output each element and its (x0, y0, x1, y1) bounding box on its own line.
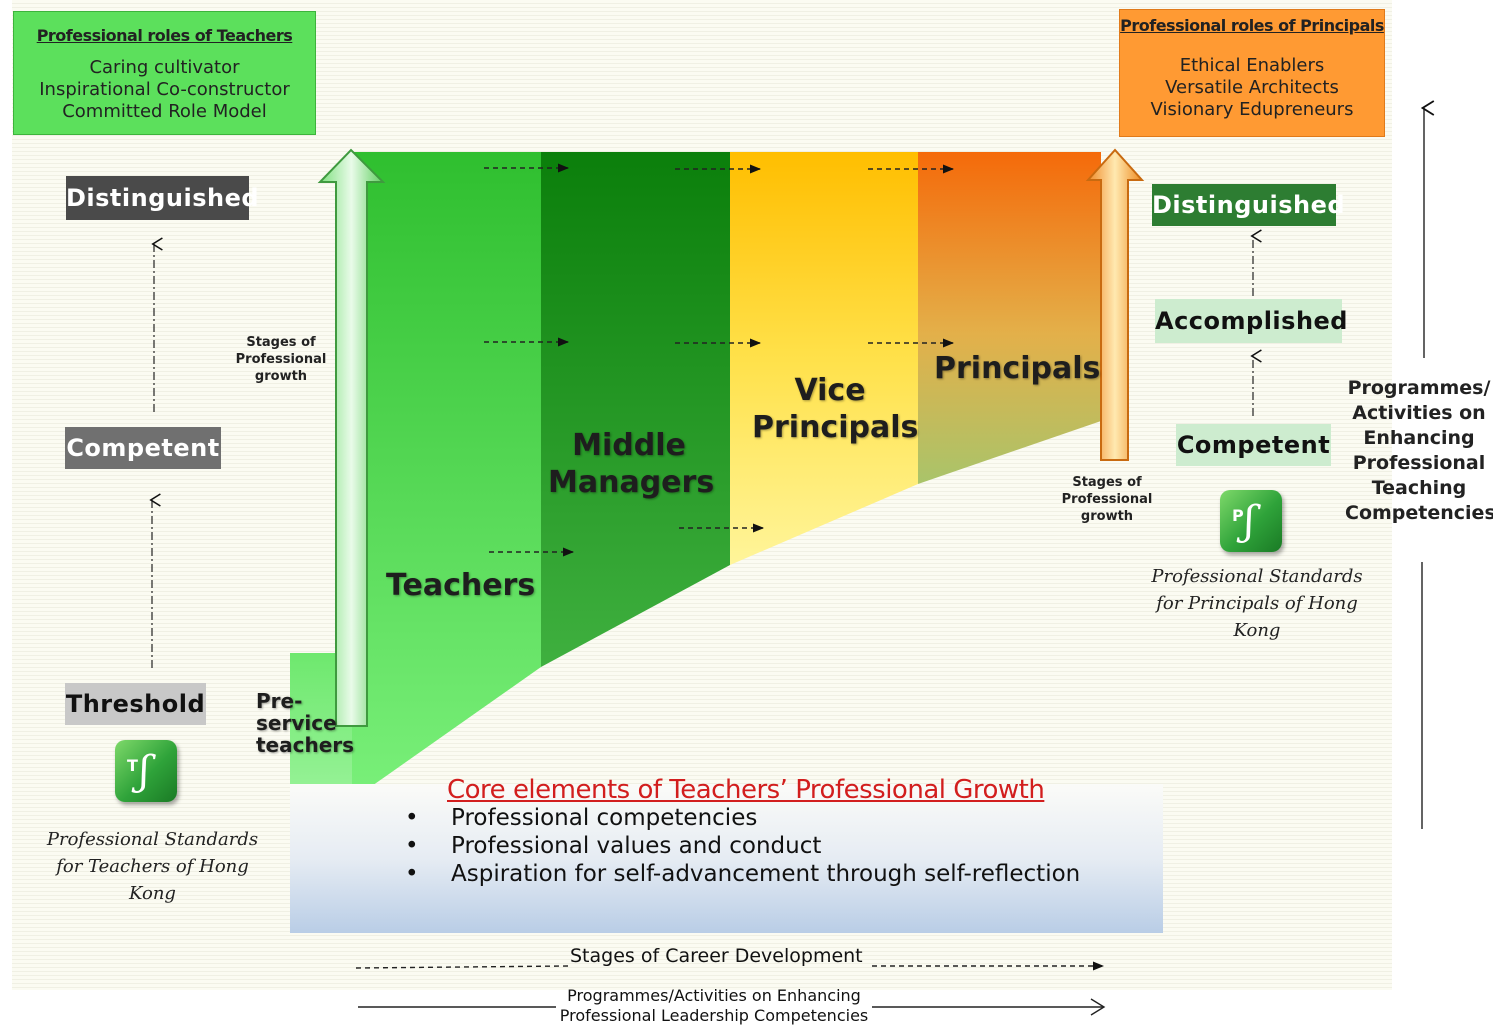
career-development-axis-label: Stages of Career Development (570, 945, 863, 967)
principal-standards-logo-icon: P ʃ (1220, 490, 1282, 552)
principals-role-1: Ethical Enablers (1179, 55, 1325, 76)
teacher-level-competent: Competent (65, 427, 221, 469)
teachers-role-1: Caring cultivator (89, 57, 240, 78)
principal-level-distinguished: Distinguished (1152, 184, 1345, 226)
teachers-label: Teachers (386, 568, 536, 603)
stages-growth-left: Stages of Professional growth (235, 335, 327, 384)
principal-standards-text: Professional Standards for Principals of… (1151, 566, 1363, 641)
swirl-icon: ʃ (1244, 498, 1255, 544)
teachers-role-2: Inspirational Co-constructor (39, 79, 290, 100)
core-elements-box (290, 784, 1163, 933)
principals-growth-arrow (1085, 148, 1145, 461)
teachers-growth-arrow (317, 148, 386, 727)
core-item-2: •Professional values and conduct (405, 833, 822, 859)
vice-principals-label: Vice Principals (752, 373, 919, 445)
teachers-band (352, 152, 541, 800)
principals-label: Principals (934, 351, 1101, 386)
swirl-icon: ʃ (139, 748, 150, 794)
teachers-roles-title: Professional roles of Teachers (36, 26, 293, 45)
core-item-3: •Aspiration for self-advancement through… (405, 861, 1081, 887)
core-elements-title: Core elements of Teachers’ Professional … (447, 775, 1045, 805)
principal-level-competent: Competent (1176, 424, 1331, 466)
teacher-level-distinguished: Distinguished (66, 176, 259, 220)
transition-arrows (484, 163, 955, 557)
core-item-1: •Professional competencies (405, 805, 758, 831)
right-axis (1422, 108, 1424, 829)
principals-role-2: Versatile Architects (1165, 77, 1339, 98)
pre-service-label: Pre- service teachers (256, 689, 355, 757)
middle-managers-label: Middle Managers (548, 428, 715, 500)
bottom-axes (355, 961, 1106, 1016)
teacher-level-threshold: Threshold (65, 683, 206, 725)
teacher-standards-text: Professional Standards for Teachers of H… (46, 829, 259, 904)
teachers-role-3: Committed Role Model (62, 101, 267, 122)
principal-level-accomplished: Accomplished (1155, 299, 1347, 343)
leadership-axis-label: Programmes/Activities on Enhancing Profe… (559, 986, 869, 1025)
teacher-standards-logo-icon: T ʃ (115, 740, 177, 802)
principals-roles-title: Professional roles of Principals (1120, 16, 1384, 35)
right-axis-label: Programmes/ Activities on Enhancing Prof… (1345, 377, 1493, 524)
vice-principals-band (730, 152, 918, 565)
stages-growth-right: Stages of Professional growth (1061, 475, 1153, 524)
principals-roles-box: Professional roles of Principals Ethical… (1119, 9, 1385, 137)
principals-role-3: Visionary Edupreneurs (1150, 99, 1354, 120)
principals-band (918, 152, 1101, 484)
middle-managers-band (541, 152, 730, 667)
teachers-roles-box: Professional roles of Teachers Caring cu… (13, 11, 316, 135)
teacher-level-arrows (152, 244, 154, 668)
